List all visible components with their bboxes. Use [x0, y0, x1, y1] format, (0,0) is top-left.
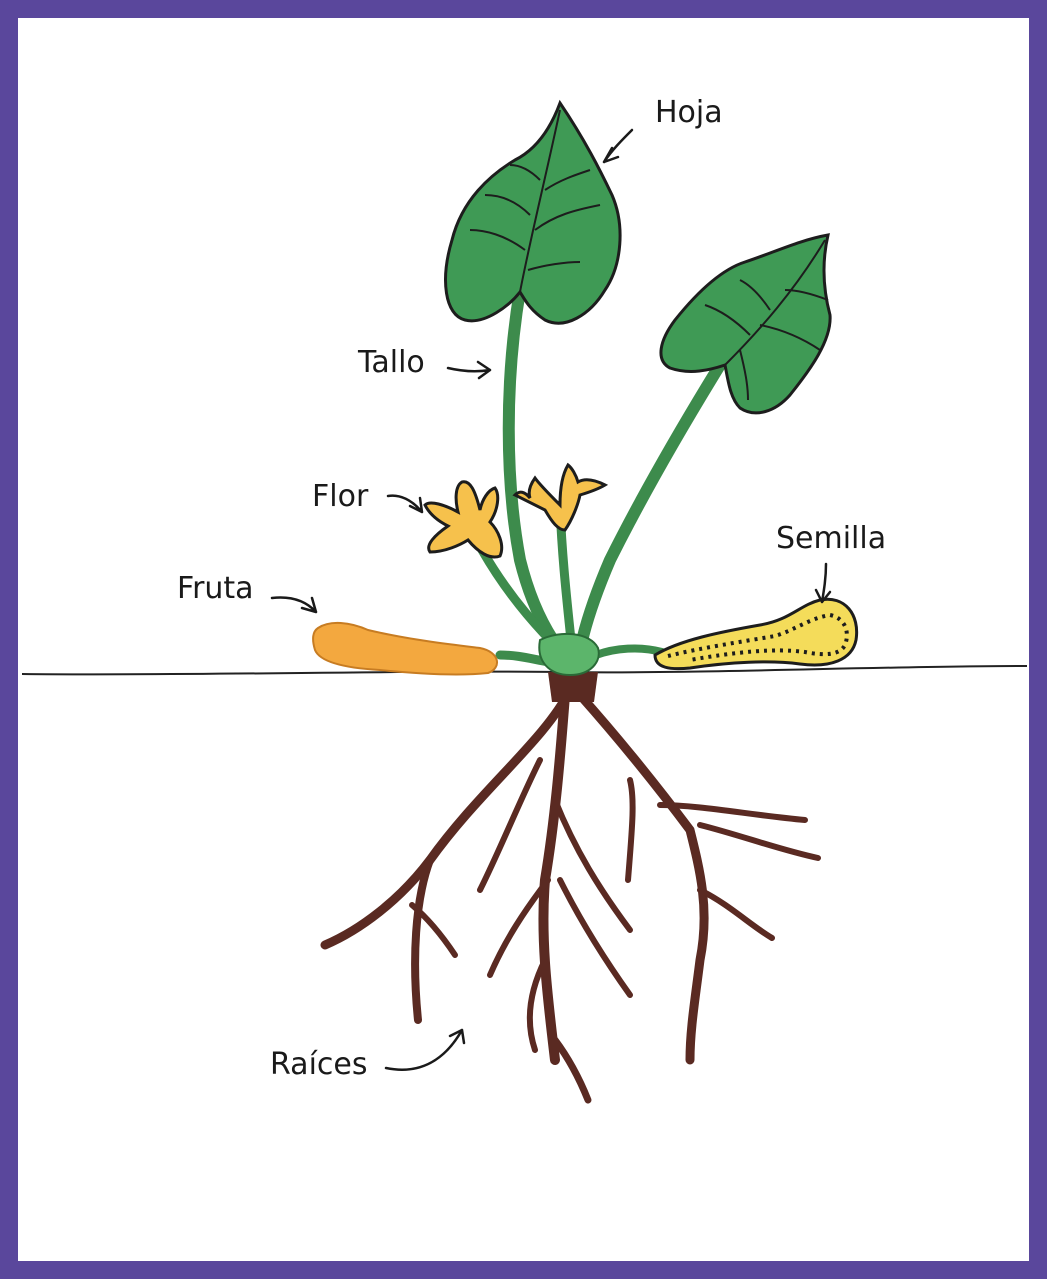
seed-pod	[655, 599, 857, 668]
leaf-right	[661, 235, 830, 413]
flower-left	[425, 482, 502, 557]
leaf-left	[446, 103, 621, 323]
fruit	[313, 623, 497, 675]
ground-line	[22, 666, 1027, 674]
label-raices: Raíces	[270, 1050, 368, 1080]
label-flor: Flor	[312, 482, 368, 512]
arrow-flor	[388, 496, 422, 512]
flower-right	[515, 465, 605, 530]
label-tallo: Tallo	[358, 348, 425, 378]
arrow-semilla	[816, 564, 830, 602]
arrow-tallo	[448, 362, 490, 378]
arrow-raices	[386, 1030, 464, 1070]
label-hoja: Hoja	[655, 98, 723, 128]
arrow-hoja	[604, 130, 632, 162]
arrow-fruta	[272, 598, 316, 612]
label-fruta: Fruta	[177, 574, 254, 604]
stem-base	[539, 634, 598, 675]
roots	[325, 690, 818, 1100]
root-crown	[548, 672, 598, 702]
label-semilla: Semilla	[776, 524, 886, 554]
